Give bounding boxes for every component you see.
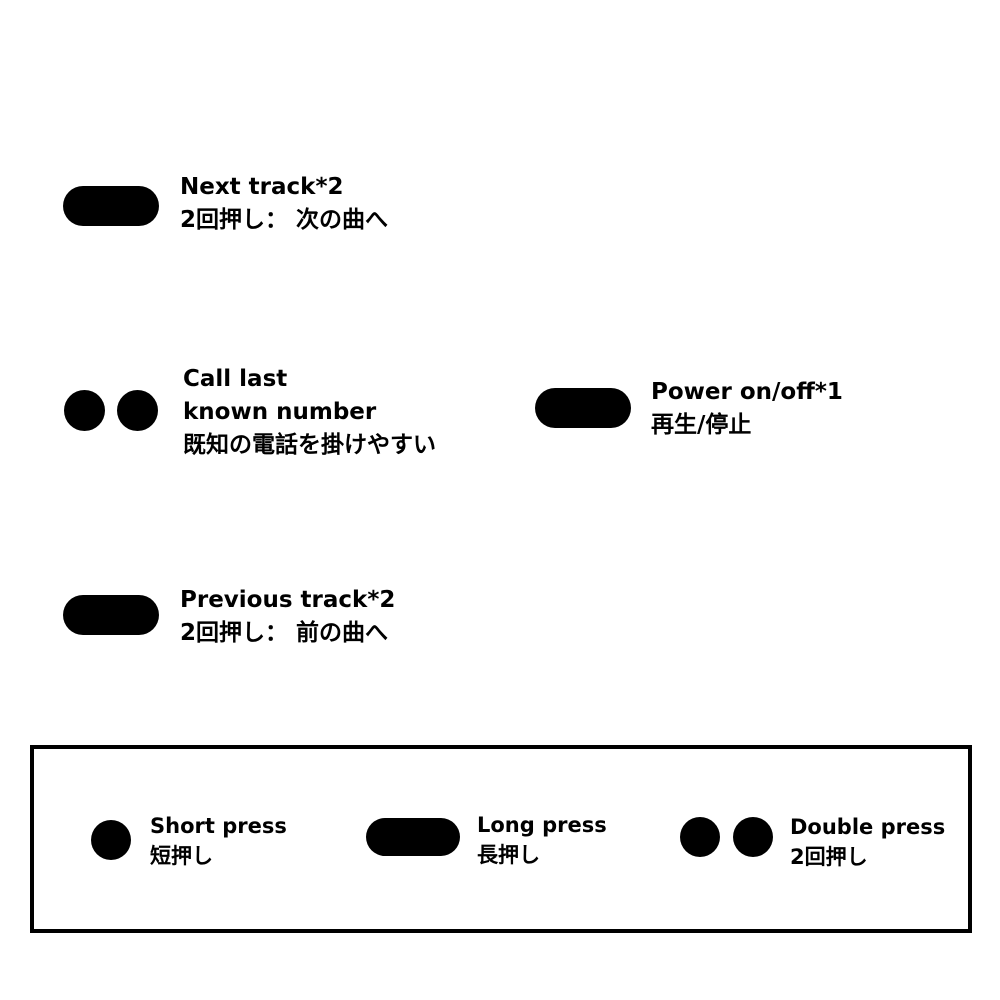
double-press-icon-2: [733, 817, 773, 857]
power-label: Power on/off*1 再生/停止: [651, 376, 843, 442]
next-track-en: Next track*2: [180, 174, 344, 200]
next-track-jp: 2回押し： 次の曲へ: [180, 207, 389, 233]
power-en: Power on/off*1: [651, 379, 843, 405]
call-last-en-1: Call last: [183, 366, 288, 392]
long-press-jp: 長押し: [477, 843, 540, 867]
double-press-icon-1: [680, 817, 720, 857]
previous-track-en: Previous track*2: [180, 587, 396, 613]
power-jp: 再生/停止: [651, 412, 752, 438]
short-press-icon: [91, 820, 131, 860]
previous-track-label: Previous track*2 2回押し： 前の曲へ: [180, 584, 395, 650]
call-last-label: Call last known number 既知の電話を掛けやすい: [183, 363, 436, 462]
call-last-jp: 既知の電話を掛けやすい: [183, 432, 436, 458]
short-press-en: Short press: [150, 814, 287, 838]
double-press-dot-1: [64, 390, 105, 431]
long-press-en: Long press: [477, 813, 607, 837]
long-press-indicator-previous: [63, 595, 159, 635]
long-press-indicator-next: [63, 186, 159, 226]
long-press-icon: [366, 818, 460, 856]
double-press-dot-2: [117, 390, 158, 431]
previous-track-jp: 2回押し： 前の曲へ: [180, 620, 389, 646]
next-track-label: Next track*2 2回押し： 次の曲へ: [180, 171, 388, 237]
short-press-label: Short press 短押し: [150, 811, 287, 871]
long-press-indicator-power: [535, 388, 631, 428]
double-press-en: Double press: [790, 815, 946, 839]
long-press-label: Long press 長押し: [477, 810, 607, 870]
legend-box: [30, 745, 972, 933]
call-last-en-2: known number: [183, 399, 377, 425]
short-press-jp: 短押し: [150, 844, 213, 868]
double-press-jp: 2回押し: [790, 845, 868, 869]
double-press-label: Double press 2回押し: [790, 812, 945, 872]
